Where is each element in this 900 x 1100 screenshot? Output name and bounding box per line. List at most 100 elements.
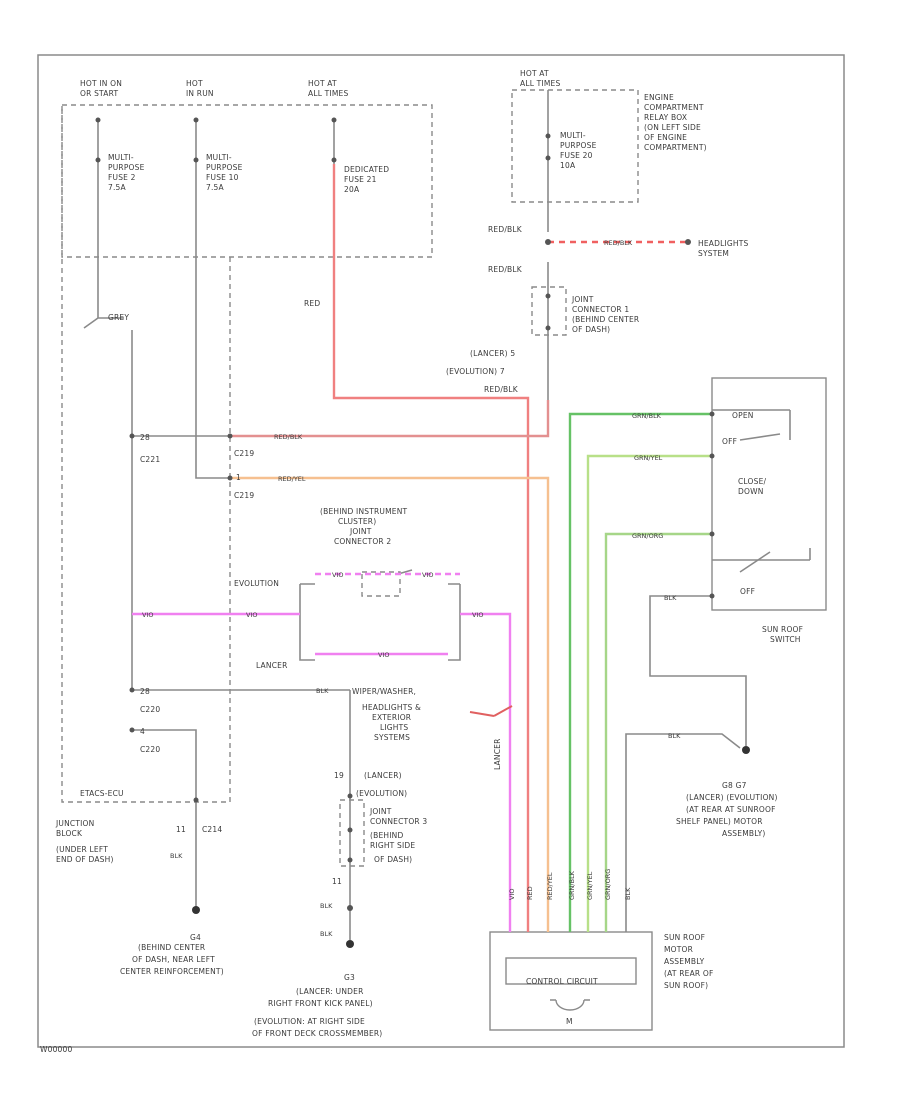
label-lancer-evo-pins: (LANCER) 5 (EVOLUTION) 7 — [446, 349, 518, 376]
label-c220-b: C220 — [140, 745, 160, 754]
label-vert-redyel: RED/YEL — [546, 872, 554, 900]
label-switch-open: OPEN — [732, 411, 754, 420]
label-blk-motor: BLK — [668, 732, 681, 740]
label-vert-grnblk: GRN/BLK — [568, 870, 576, 900]
etacs-box — [61, 105, 231, 803]
label-switch-off2: OFF — [740, 587, 755, 596]
label-vio-2: VIO — [246, 611, 257, 619]
label-switch-close: CLOSE/ — [738, 477, 767, 486]
label-lancer-vertical: LANCER — [493, 739, 502, 770]
label-switch-down: DOWN — [738, 487, 764, 496]
grey-wires — [83, 90, 811, 940]
label-joint-2: (BEHIND INSTRUMENT CLUSTER) JOINT CONNEC… — [320, 507, 410, 546]
label-sunroof-switch: SUN ROOF SWITCH — [762, 625, 806, 644]
wire-red-blk-main — [230, 400, 550, 438]
label-vert-red: RED — [526, 886, 534, 900]
label-vert-blk: BLK — [624, 887, 632, 900]
label-blk-3: BLK — [320, 902, 333, 910]
label-relay-box: ENGINE COMPARTMENT RELAY BOX (ON LEFT SI… — [644, 93, 707, 152]
label-pin-11: 11 — [176, 825, 186, 834]
label-wiper-systems: WIPER/WASHER, HEADLIGHTS & EXTERIOR LIGH… — [352, 687, 424, 742]
label-ground-g8-g7-id: G8 G7 — [722, 781, 747, 790]
label-fuse-10: MULTI- PURPOSE FUSE 10 7.5A — [206, 153, 245, 192]
label-pin-28b: 28 — [140, 687, 150, 696]
label-motor-m: M — [566, 1017, 573, 1026]
sunroof-switch-box — [711, 377, 827, 611]
ground-g8-g7-icon — [742, 746, 750, 754]
colored-wires — [132, 164, 712, 932]
label-redblk-3: RED/BLK — [484, 385, 519, 394]
label-vert-vio: VIO — [508, 889, 516, 900]
label-switch-off: OFF — [722, 437, 737, 446]
joint-connector-1-box — [531, 286, 567, 336]
label-evolution: EVOLUTION — [234, 579, 279, 588]
label-joint-3: JOINT CONNECTOR 3 (BEHIND RIGHT SIDE OF … — [369, 807, 430, 864]
wire-vio-out — [460, 612, 512, 932]
label-grnyel: GRN/YEL — [634, 454, 663, 462]
joint-connector-2-box — [361, 571, 401, 597]
label-ground-g4-id: G4 — [190, 933, 201, 942]
label-pin-4: 4 — [140, 727, 145, 736]
label-vert-grnorg: GRN/ORG — [604, 869, 612, 900]
label-joint-1: JOINT CONNECTOR 1 (BEHIND CENTER OF DASH… — [571, 295, 642, 334]
label-junction-block: JUNCTION BLOCK (UNDER LEFT END OF DASH) — [55, 819, 114, 864]
label-blk-4: BLK — [320, 930, 333, 938]
diagram-border — [37, 54, 845, 1048]
label-pin-28a: 28 — [140, 433, 150, 442]
label-ground-g8-g7: (LANCER) (EVOLUTION) (AT REAR AT SUNROOF… — [676, 793, 780, 838]
label-c214: C214 — [202, 825, 222, 834]
label-lancer: LANCER — [256, 661, 287, 670]
label-fuse-20: MULTI- PURPOSE FUSE 20 10A — [560, 131, 599, 170]
label-pin-19: 19 — [334, 771, 344, 780]
label-headlights-system: HEADLIGHTS SYSTEM — [698, 239, 751, 258]
label-c219-a: C219 — [234, 449, 254, 458]
label-redyel-main: RED/YEL — [278, 475, 306, 483]
label-hot-in-run: HOT IN RUN — [186, 79, 214, 98]
label-vio-5: VIO — [332, 571, 343, 579]
label-vio-6: VIO — [422, 571, 433, 579]
label-fuse-21: DEDICATED FUSE 21 20A — [344, 165, 392, 194]
wire-red-yel — [230, 476, 550, 932]
label-vert-grnyel: GRN/YEL — [586, 871, 594, 900]
ground-motor-icon — [347, 905, 353, 911]
label-ground-g3: (LANCER: UNDER RIGHT FRONT KICK PANEL) (… — [252, 987, 382, 1038]
label-blk-1: BLK — [316, 687, 329, 695]
wire-red — [332, 164, 530, 932]
label-red-wire: RED — [304, 299, 320, 308]
wire-grn-org — [604, 532, 712, 932]
motor-icon — [550, 999, 590, 1011]
label-sunroof-motor: SUN ROOF MOTOR ASSEMBLY (AT REAR OF SUN … — [664, 933, 716, 990]
label-pin-11b: 11 — [332, 877, 342, 886]
wire-grn-blk — [568, 412, 712, 932]
label-grey-wire: GREY — [108, 313, 129, 322]
label-control-circuit: CONTROL CIRCUIT — [526, 977, 598, 986]
ground-g4-icon — [192, 906, 200, 914]
wire-grn-yel — [586, 454, 712, 932]
label-ground-g4: (BEHIND CENTER OF DASH, NEAR LEFT CENTER… — [120, 943, 224, 976]
diagram-code: W00000 — [40, 1045, 73, 1054]
label-fuse-2: MULTI- PURPOSE FUSE 2 7.5A — [108, 153, 147, 192]
label-vio-3: VIO — [472, 611, 483, 619]
label-redblk-1: RED/BLK — [488, 225, 523, 234]
label-hot-on-start: HOT IN ON OR START — [80, 79, 125, 98]
label-c220-a: C220 — [140, 705, 160, 714]
label-lancer-evo-3: (LANCER) (EVOLUTION) — [356, 771, 407, 798]
label-grnorg: GRN/ORG — [632, 532, 663, 540]
control-circuit-box — [505, 957, 637, 985]
label-vio-1: VIO — [142, 611, 153, 619]
label-grnblk: GRN/BLK — [632, 412, 662, 420]
label-c221-a: C221 — [140, 455, 160, 464]
label-etacs-ecu: ETACS-ECU — [80, 789, 124, 798]
label-vio-4: VIO — [378, 651, 389, 659]
label-pin-1: 1 — [236, 473, 241, 482]
label-redblk-main: RED/BLK — [274, 433, 303, 441]
terminals — [95, 117, 715, 863]
label-blk-2: BLK — [170, 852, 183, 860]
label-hot-all-times-right: HOT AT ALL TIMES — [520, 69, 560, 88]
label-redblk-2: RED/BLK — [488, 265, 523, 274]
label-ground-g3-id: G3 — [344, 973, 355, 982]
joint-connector-3-box — [339, 799, 365, 867]
wiper-connector-icon — [469, 705, 513, 717]
label-blk-switch: BLK — [664, 594, 677, 602]
